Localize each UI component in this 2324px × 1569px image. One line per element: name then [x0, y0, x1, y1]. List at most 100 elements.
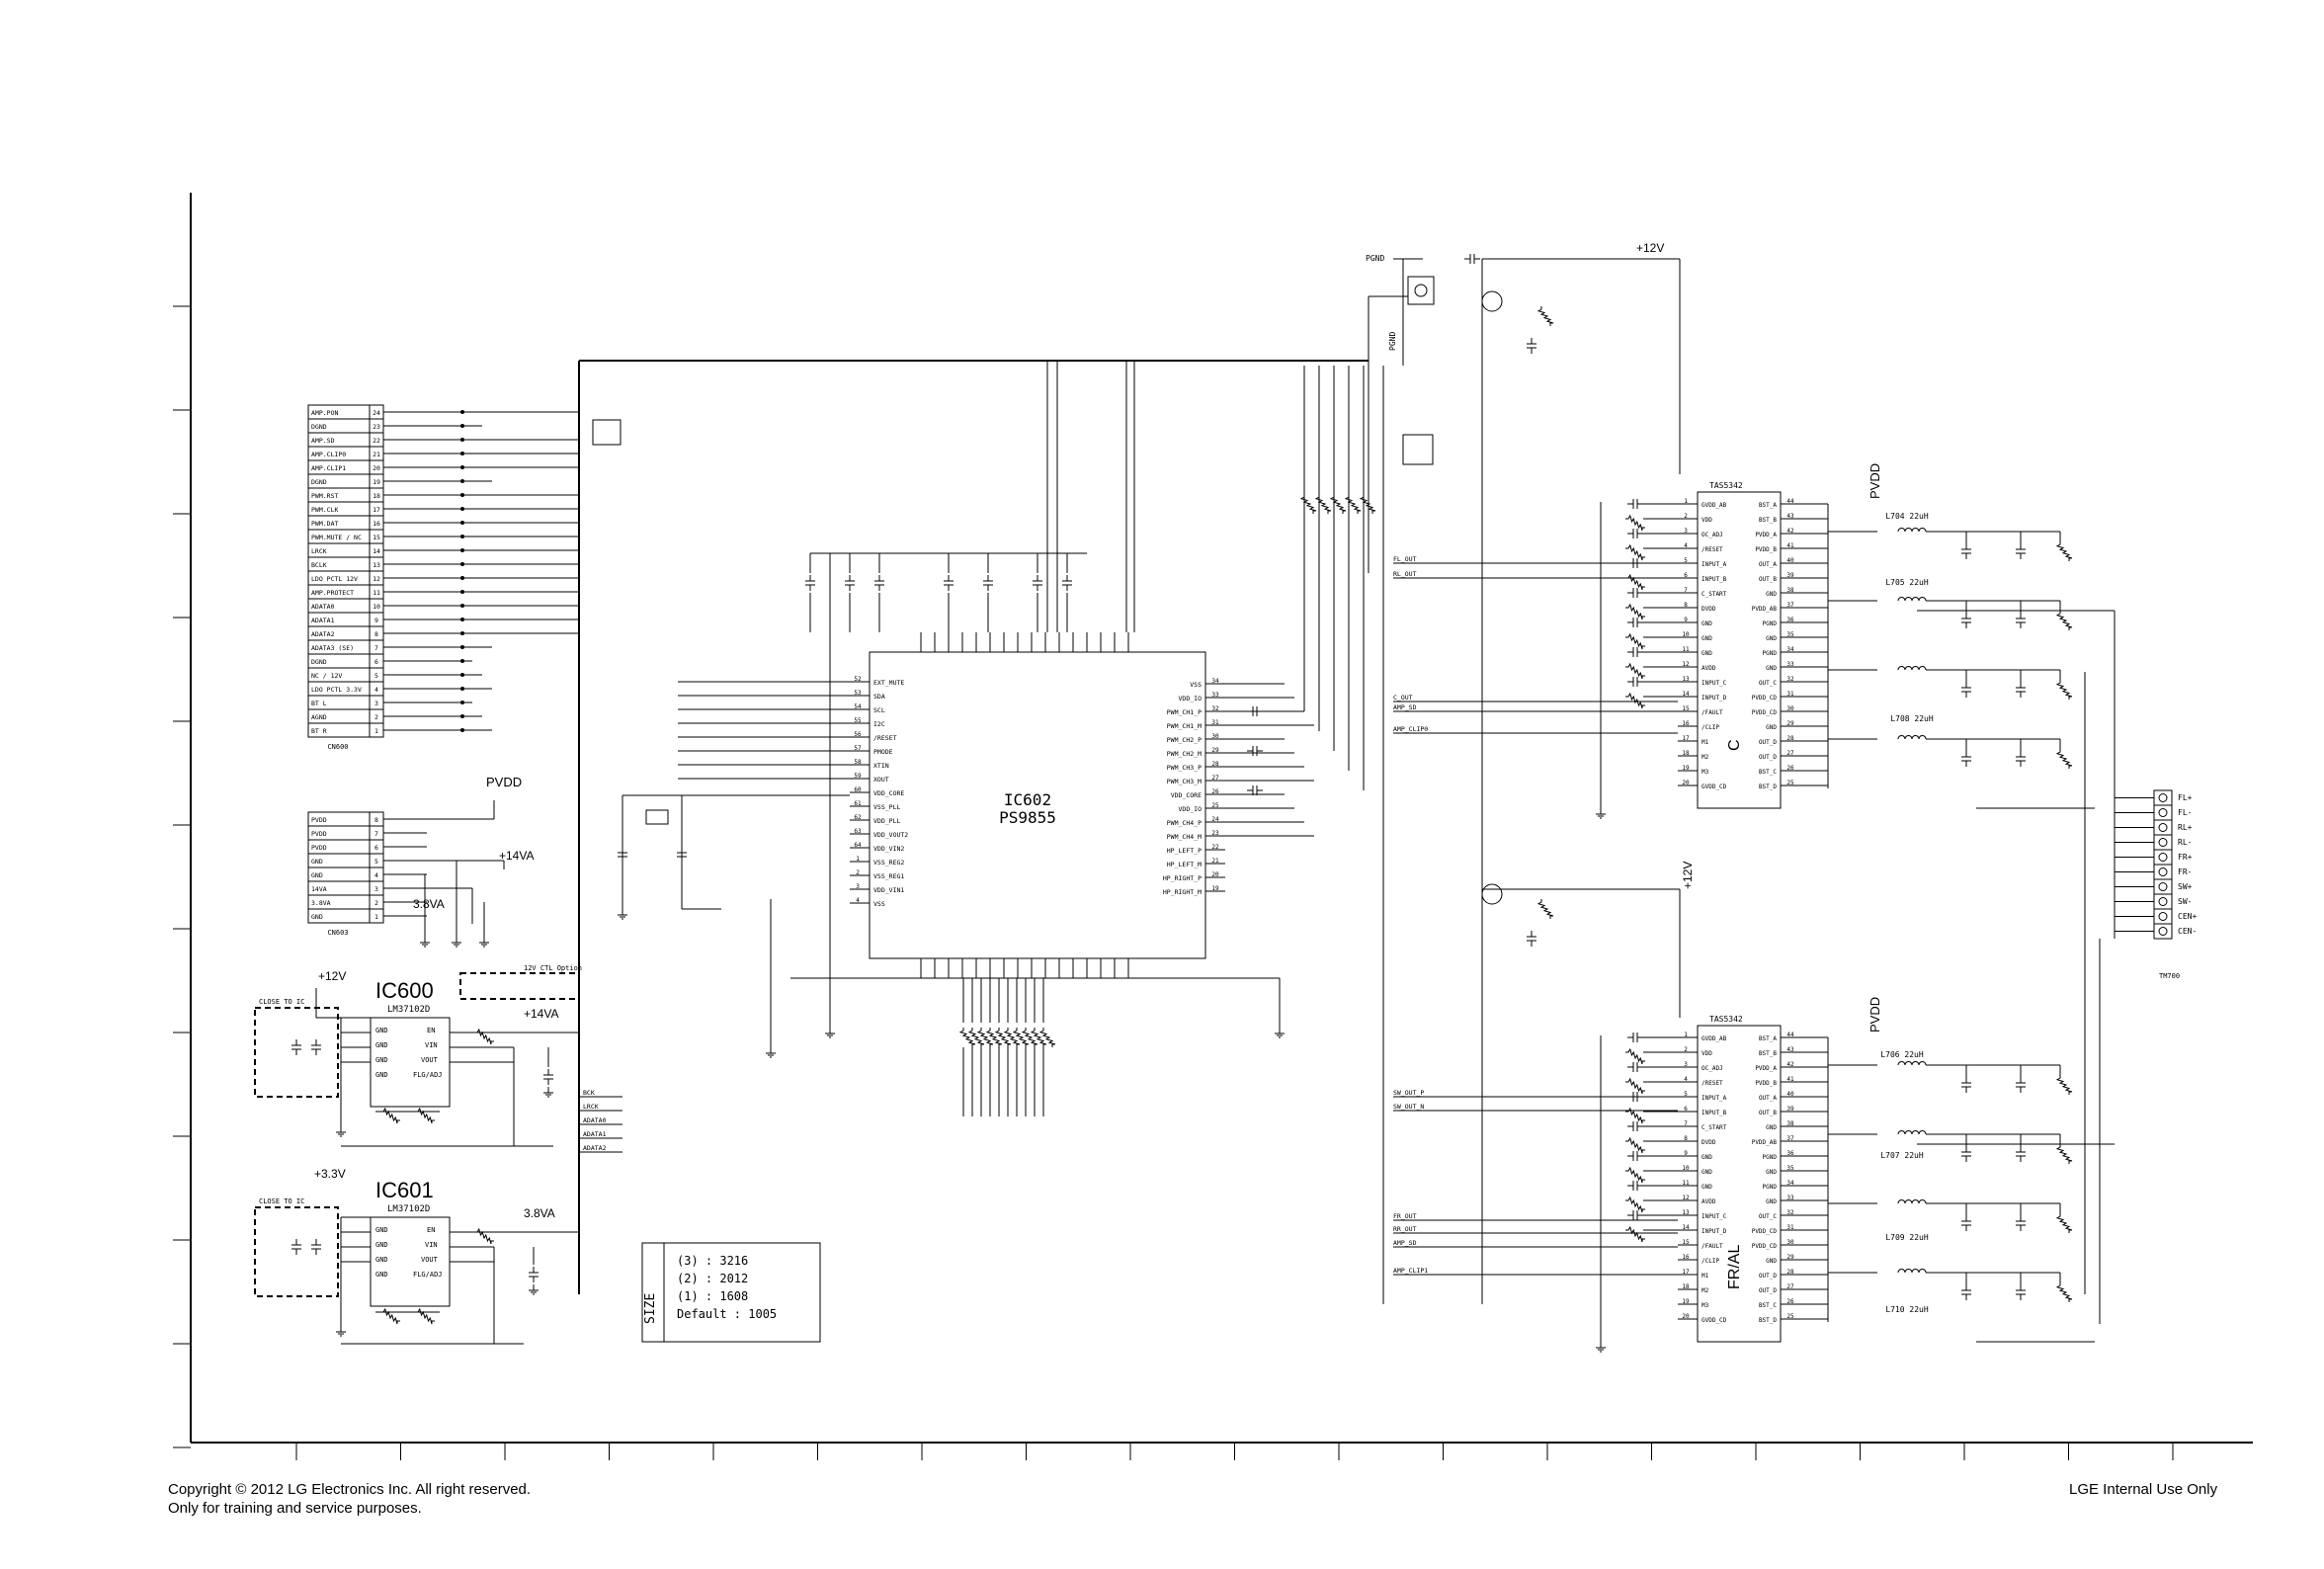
inductor-label: L709 22uH [1885, 1233, 1929, 1242]
ic602-pin-number: 33 [1211, 692, 1219, 699]
capacitor [1247, 746, 1263, 756]
cn600-pin-no: 4 [374, 686, 378, 694]
amp-pin-label: PVDD_CD [1752, 695, 1778, 702]
resistor [1359, 494, 1376, 514]
amp-pin-number: 9 [1684, 1150, 1688, 1157]
amp-pin-label: PVDD_B [1755, 1080, 1777, 1087]
capacitor [2016, 543, 2026, 559]
ground-symbol [766, 1047, 776, 1058]
ic602-pin-number: 60 [854, 786, 862, 793]
cn600-pin-name: NC / 12V [311, 672, 342, 680]
ic602-pin-label: HP_LEFT_P [1167, 847, 1202, 855]
amp-pin-number: 33 [1786, 661, 1794, 668]
amp-pin-number: 30 [1786, 1239, 1794, 1246]
ground-symbol [1275, 1028, 1285, 1038]
amp-pin-number: 29 [1786, 1254, 1794, 1261]
ic602-pin-label: HP_LEFT_M [1167, 861, 1202, 868]
svg-text:GND: GND [375, 1041, 388, 1049]
amp-pin-number: 26 [1786, 765, 1794, 772]
resistor [474, 1028, 494, 1045]
ic602-pin-label: PWM_CH1_P [1167, 708, 1202, 716]
amp-pin-number: 43 [1786, 1046, 1794, 1053]
ic602-pin-number: 61 [854, 800, 862, 807]
resistor [1021, 1028, 1038, 1047]
capacitor [1527, 931, 1536, 947]
cn600-pin-no: 9 [374, 617, 378, 624]
cn600-pin-name: LDO PCTL 3.3V [311, 686, 362, 694]
svg-text:Default : 1005: Default : 1005 [677, 1307, 777, 1321]
svg-text:GND: GND [375, 1226, 388, 1234]
ic701-ref: FR/AL [1726, 1245, 1743, 1289]
ic602-pin-label: I2C [873, 720, 885, 728]
amp-pin-label: OUT_D [1759, 1273, 1777, 1280]
resistor [1625, 514, 1645, 532]
ic602-pin-label: XTIN [873, 762, 889, 770]
amp-pin-number: 14 [1682, 1224, 1690, 1231]
amp-pin-number: 2 [1684, 1046, 1688, 1053]
resistor [2055, 1144, 2073, 1164]
ic602-pin-label: VSS_PLL [873, 803, 900, 811]
svg-text:PVDD: PVDD [486, 775, 522, 789]
amp-pin-number: 34 [1786, 1180, 1794, 1187]
ic602-ref: IC602 [1004, 790, 1051, 809]
ic602-pin-number: 32 [1211, 705, 1219, 712]
capacitor [1627, 1210, 1643, 1220]
amp-pin-number: 15 [1682, 1239, 1690, 1246]
amp-pin-number: 7 [1684, 1120, 1688, 1127]
ic602-pin-label: /RESET [873, 734, 897, 742]
amp-pin-number: 27 [1786, 750, 1794, 757]
cn600-pin-name: BCLK [311, 561, 327, 569]
resistor [985, 1028, 1003, 1047]
amp-pin-number: 8 [1684, 602, 1688, 609]
amp-pin-label: OUT_C [1759, 680, 1777, 687]
svg-text:(2) : 2012: (2) : 2012 [677, 1272, 748, 1285]
resistor [1012, 1028, 1030, 1047]
amp-input-net: RR_OUT [1393, 1225, 1417, 1233]
amp-pin-number: 25 [1786, 780, 1794, 786]
amp-pin-number: 19 [1682, 1298, 1690, 1305]
ic602-part: PS9855 [999, 808, 1056, 827]
cn603-pin-no: 8 [374, 816, 378, 824]
cn603-pin-name: 3.8VA [311, 899, 331, 907]
resistor [1625, 1136, 1645, 1154]
amp-pin-number: 25 [1786, 1313, 1794, 1320]
amp-pin-number: 28 [1786, 735, 1794, 742]
amp-pin-number: 16 [1682, 720, 1690, 727]
capacitor [1527, 338, 1536, 354]
amp-pin-number: 43 [1786, 513, 1794, 520]
amp-ic701: TAS5342 FR/AL GVDD_AB1VDD2OC_ADJ3/RESET4… [1678, 1015, 1800, 1343]
amp-input-net: SW_OUT_N [1393, 1103, 1424, 1111]
transistor-q701 [1481, 290, 1503, 312]
cn603-pin-name: GND [311, 871, 323, 879]
amp-input-net: C_OUT [1393, 694, 1413, 702]
resistor [976, 1028, 994, 1047]
cn603-ref: CN603 [327, 929, 348, 937]
cn603-pin-no: 2 [374, 899, 378, 907]
resistor [1625, 1077, 1645, 1095]
amp-pin-number: 44 [1786, 498, 1794, 505]
resistor [1625, 543, 1645, 561]
amp-pin-label: AVDD [1702, 1198, 1716, 1205]
amp-pin-number: 33 [1786, 1195, 1794, 1201]
amp-pin-label: GVDD_AB [1702, 1035, 1727, 1042]
ic602-pin-label: VSS [873, 900, 885, 908]
amp-pin-number: 17 [1682, 735, 1690, 742]
inductor-label: L704 22uH [1885, 512, 1929, 521]
svg-text:CLOSE TO IC: CLOSE TO IC [259, 998, 304, 1006]
resistor [474, 1227, 494, 1245]
amp-pin-label: BST_A [1759, 502, 1777, 509]
amp-pin-number: 32 [1786, 676, 1794, 683]
ic602-pin-number: 2 [856, 869, 860, 876]
cn600-pin-name: PWM.DAT [311, 520, 338, 528]
resistor [2055, 1075, 2073, 1095]
amp-input-net: SW_OUT_P [1393, 1089, 1424, 1097]
inductor [1897, 1199, 1927, 1204]
inductor [1897, 666, 1927, 671]
zener-diode-zd601 [592, 419, 622, 446]
capacitor [543, 1069, 553, 1085]
capacitor [1961, 682, 1971, 698]
svg-text:VIN: VIN [425, 1041, 438, 1049]
ic602-pin-label: VDD_CORE [1171, 791, 1202, 799]
